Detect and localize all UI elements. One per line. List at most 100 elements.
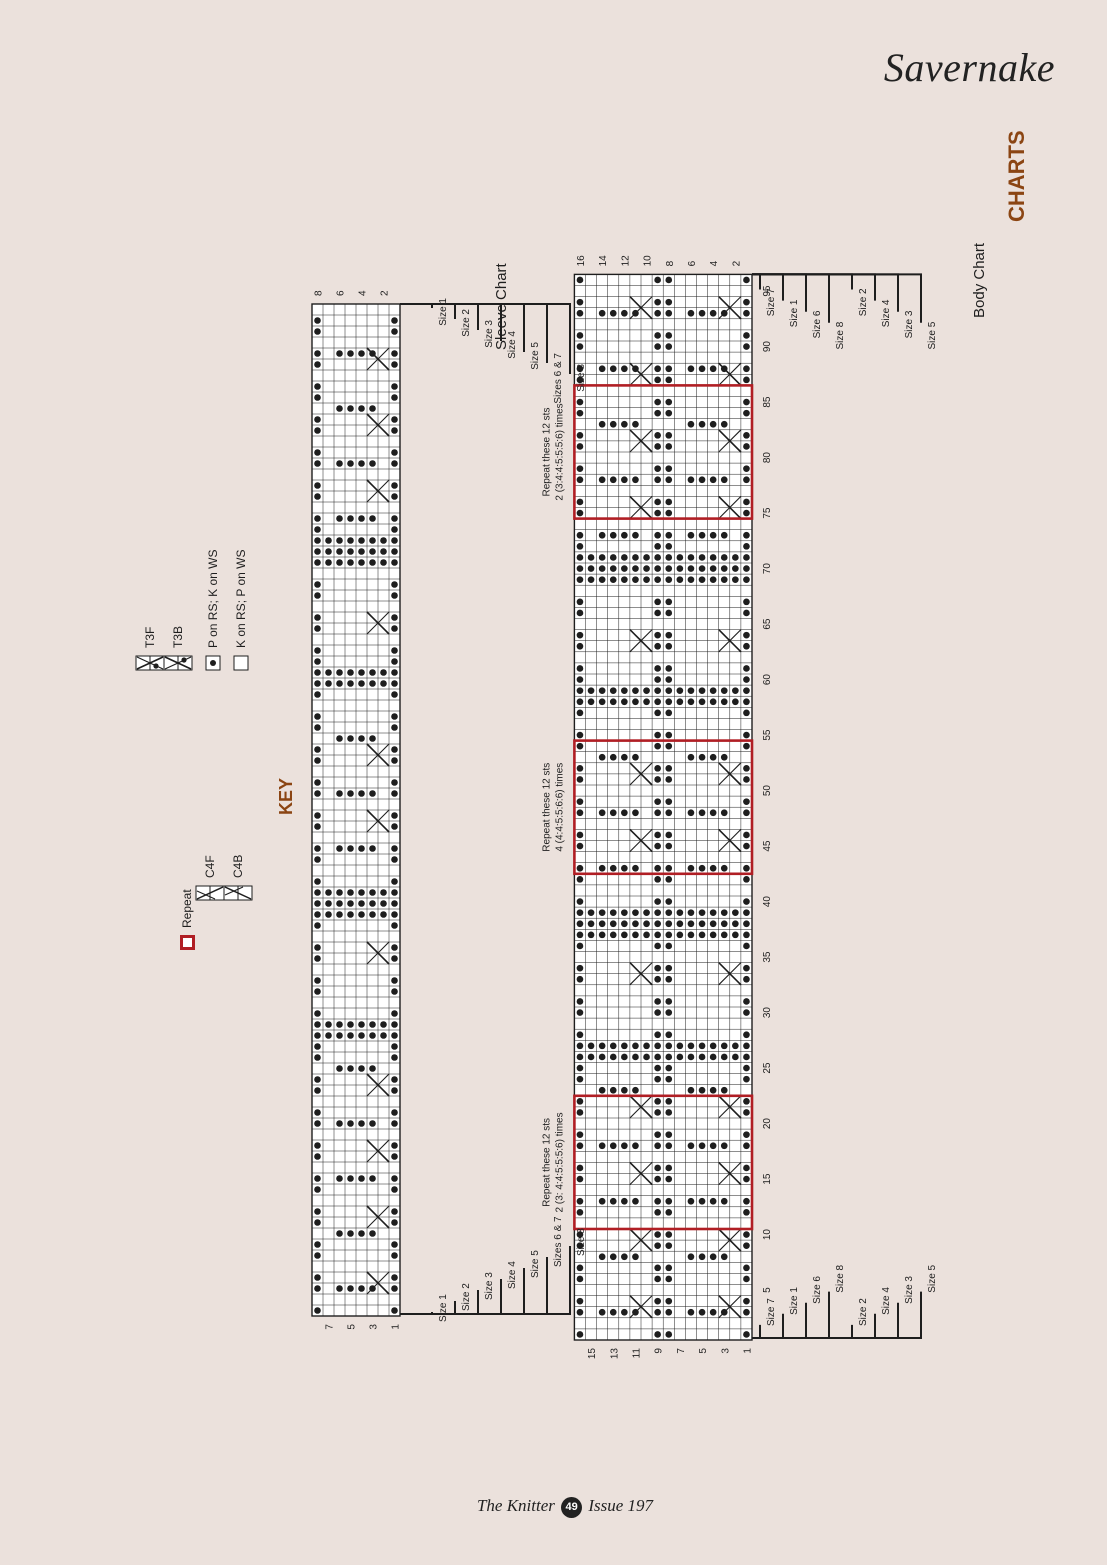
purl-stitch	[391, 1043, 398, 1050]
purl-stitch	[632, 931, 639, 939]
purl-stitch	[314, 460, 321, 467]
purl-stitch	[632, 1053, 639, 1061]
purl-stitch	[654, 698, 661, 706]
purl-stitch	[391, 493, 398, 500]
purl-stitch	[665, 276, 673, 284]
purl-stitch	[576, 1209, 584, 1216]
purl-stitch	[632, 1197, 639, 1205]
purl-stitch	[709, 1308, 717, 1316]
purl-stitch	[665, 1297, 673, 1305]
purl-stitch	[665, 687, 673, 694]
purl-stitch	[609, 309, 617, 317]
purl-stitch	[391, 680, 398, 687]
cable-cross	[366, 1271, 390, 1295]
purl-stitch	[576, 909, 584, 916]
purl-stitch	[743, 309, 750, 317]
purl-stitch	[743, 687, 750, 694]
purl-stitch	[314, 1010, 321, 1017]
repeat-note: Repeat these 12 sts	[541, 408, 552, 497]
purl-stitch	[314, 1109, 321, 1116]
purl-stitch	[358, 1175, 365, 1182]
purl-stitch	[314, 955, 321, 962]
purl-stitch	[621, 1086, 628, 1094]
purl-stitch	[654, 1242, 661, 1249]
purl-stitch	[654, 898, 661, 905]
purl-stitch	[391, 1076, 398, 1083]
purl-stitch	[325, 1021, 332, 1028]
purl-stitch	[665, 1009, 673, 1016]
purl-stitch	[380, 669, 387, 676]
purl-stitch	[598, 1086, 606, 1094]
cable-cross	[718, 429, 742, 453]
purl-stitch	[598, 554, 606, 561]
purl-stitch	[609, 698, 617, 706]
purl-stitch	[665, 864, 673, 872]
purl-stitch	[743, 776, 750, 783]
purl-stitch	[576, 298, 584, 306]
purl-stitch	[665, 554, 673, 561]
stitch-label: 4	[358, 290, 369, 296]
purl-stitch	[698, 1197, 706, 1205]
purl-stitch	[643, 565, 650, 572]
size-label: Size 8	[835, 321, 846, 349]
purl-stitch	[347, 669, 354, 676]
purl-stitch	[665, 931, 673, 939]
row-label: 80	[762, 452, 773, 464]
purl-stitch	[654, 543, 661, 550]
row-label: 75	[762, 507, 773, 519]
purl-stitch	[314, 317, 321, 324]
size-label: Size 6	[812, 310, 823, 338]
purl-stitch	[743, 1242, 750, 1249]
purl-stitch	[687, 1086, 695, 1094]
purl-stitch	[709, 1142, 717, 1150]
purl-stitch	[732, 576, 739, 583]
cable-cross	[718, 1162, 742, 1185]
purl-stitch	[391, 724, 398, 731]
purl-stitch	[391, 581, 398, 588]
purl-stitch	[336, 350, 343, 357]
purl-stitch	[576, 543, 584, 550]
purl-stitch	[654, 332, 661, 339]
purl-stitch	[621, 1197, 628, 1205]
purl-stitch	[380, 911, 387, 918]
purl-stitch	[576, 1098, 584, 1105]
size-label: Size 4	[507, 1261, 518, 1289]
purl-stitch	[325, 889, 332, 896]
purl-stitch	[643, 1042, 650, 1050]
purl-stitch	[391, 526, 398, 533]
purl-stitch	[369, 900, 376, 907]
purl-stitch	[576, 432, 584, 439]
purl-stitch	[743, 1308, 750, 1316]
svg-text:T3F: T3F	[143, 627, 157, 648]
purl-stitch	[654, 798, 661, 805]
purl-stitch	[743, 631, 750, 639]
size-label: Size 2	[858, 288, 869, 316]
size-label: Size 3	[484, 320, 495, 348]
purl-stitch	[665, 443, 673, 450]
purl-stitch	[732, 554, 739, 561]
purl-stitch	[314, 1153, 321, 1160]
svg-text:P on RS; K on WS: P on RS; K on WS	[206, 550, 220, 649]
purl-stitch	[743, 709, 750, 717]
purl-stitch	[598, 809, 606, 817]
purl-stitch	[698, 698, 706, 706]
purl-stitch	[720, 476, 728, 484]
purl-stitch	[665, 809, 673, 817]
purl-stitch	[720, 420, 728, 428]
purl-stitch	[391, 647, 398, 654]
purl-stitch	[347, 548, 354, 555]
purl-stitch	[347, 680, 354, 687]
purl-stitch	[391, 1021, 398, 1028]
purl-stitch	[665, 1131, 673, 1138]
purl-stitch	[391, 1307, 398, 1314]
purl-stitch	[391, 1087, 398, 1094]
row-label: 90	[762, 341, 773, 353]
purl-stitch	[576, 964, 584, 972]
size-label: Size 4	[507, 331, 518, 359]
purl-stitch	[358, 559, 365, 566]
purl-stitch	[743, 1264, 750, 1272]
row-label: 30	[762, 1007, 773, 1019]
purl-stitch	[654, 1031, 661, 1039]
cable-cross	[718, 496, 742, 519]
